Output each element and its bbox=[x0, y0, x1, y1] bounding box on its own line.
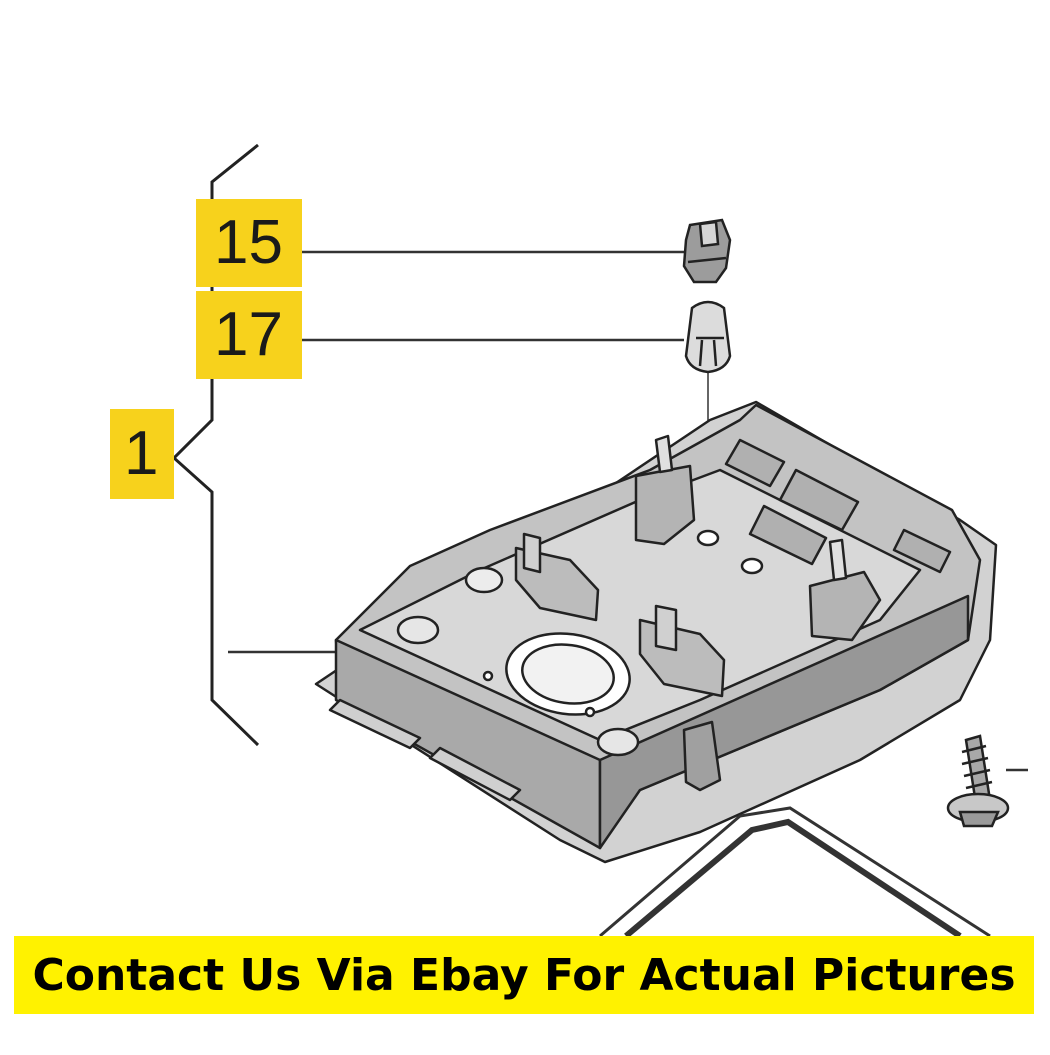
assembly-bracket bbox=[171, 143, 260, 747]
contact-banner: Contact Us Via Ebay For Actual Pictures bbox=[14, 936, 1034, 1014]
callout-part-17: 17 bbox=[196, 291, 302, 379]
callout-17-label: 17 bbox=[214, 300, 283, 369]
callout-part-15: 15 bbox=[196, 199, 302, 287]
callout-part-1: 1 bbox=[110, 409, 174, 499]
screw-part bbox=[946, 734, 1010, 828]
lamp-housing-part bbox=[314, 400, 998, 864]
bulb-socket-part bbox=[682, 218, 732, 284]
bulb-part bbox=[684, 300, 732, 374]
callout-15-label: 15 bbox=[214, 208, 283, 277]
contact-banner-text: Contact Us Via Ebay For Actual Pictures bbox=[32, 949, 1016, 1001]
callout-1-label: 1 bbox=[124, 419, 159, 488]
adjacent-trim-outline bbox=[599, 806, 991, 939]
